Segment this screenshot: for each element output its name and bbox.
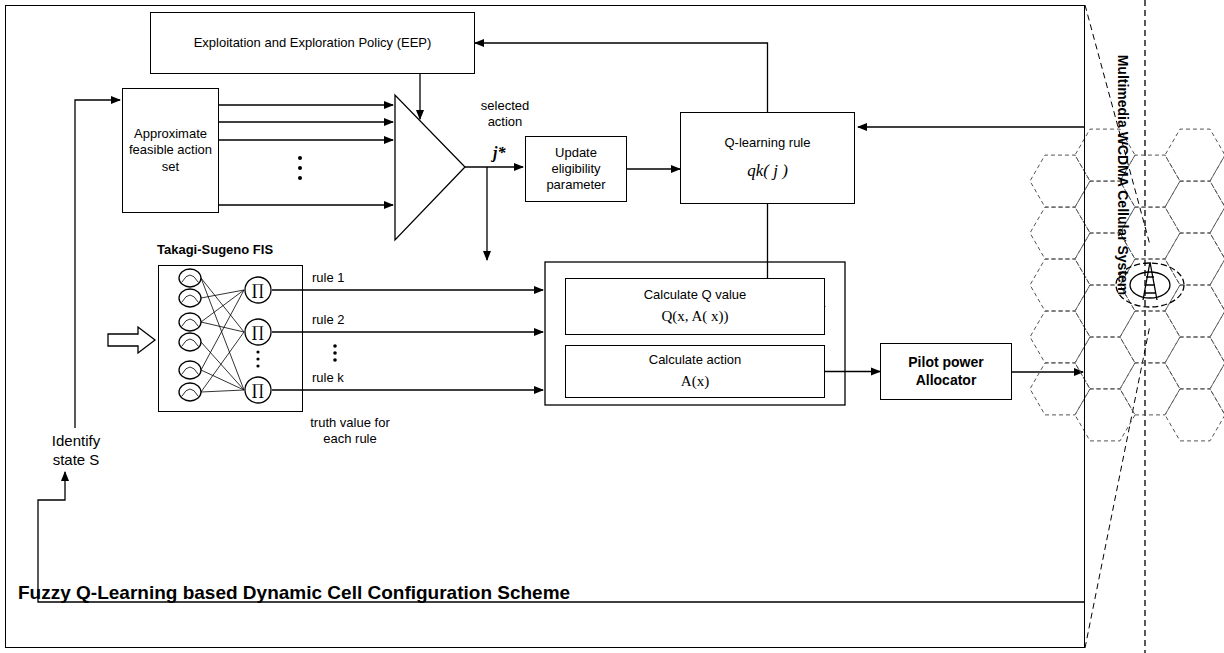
fis-box: Takagi-Sugeno FIS∏∏∏: [158, 265, 303, 412]
product-node: ∏: [244, 376, 272, 404]
wire: [217, 104, 393, 105]
node-text: Calculate Q value: [644, 287, 747, 303]
scheme-frame: Fuzzy Q-Learning based Dynamic Cell Conf…: [5, 5, 1085, 648]
node-text: Exploitation and Exploration Policy (EEP…: [194, 35, 432, 51]
system-label: Multimedia WCDMA Cellular System: [1114, 25, 1132, 325]
wire: [1010, 371, 1083, 372]
wire: [217, 121, 393, 122]
policy-box: Exploitation and Exploration Policy (EEP…: [150, 12, 475, 74]
fis-heading: Takagi-Sugeno FIS: [157, 242, 273, 257]
allocator-box: Pilot power Allocator: [880, 343, 1012, 400]
node-text: Q-learning rule: [725, 135, 811, 151]
tower: [1143, 262, 1157, 300]
rule-label: rule 2: [312, 312, 372, 328]
rule-wire: [272, 389, 543, 390]
wire: [217, 139, 393, 140]
node-text: Approximate feasible action set: [128, 126, 213, 175]
node-text: ∏: [252, 383, 264, 398]
node-text: Update eligibility parameter: [531, 145, 621, 194]
feedback-wire: [858, 126, 1085, 127]
wire: [419, 74, 420, 119]
rule-label: rule k: [312, 370, 372, 386]
q-value-box: Calculate Q valueQ(x, A( x)): [565, 278, 825, 335]
connector-arrow: [825, 371, 880, 372]
action-symbol: j*: [493, 143, 523, 163]
node-text: Q(x, A( x)): [661, 307, 728, 326]
rule-wire: [272, 289, 543, 290]
action-box: Calculate actionA(x): [565, 345, 825, 398]
scheme-title: Fuzzy Q-Learning based Dynamic Cell Conf…: [18, 582, 570, 604]
selector-triangle: [395, 95, 465, 240]
product-node: ∏: [244, 276, 272, 304]
node-text: qk( j ): [747, 160, 788, 181]
eligibility-box: Update eligibility parameter: [525, 136, 627, 202]
calc-container: [545, 262, 845, 405]
q-learning-box: Q-learning rule qk( j ): [680, 112, 855, 204]
state-label: Identify state S: [36, 432, 116, 470]
node-text: Pilot power Allocator: [886, 354, 1006, 389]
zoom-line: [1085, 325, 1150, 648]
node-text: Calculate action: [649, 352, 742, 368]
connector-arrow: [627, 168, 680, 169]
node-text: A(x): [681, 372, 709, 391]
node-text: ∏: [252, 325, 264, 340]
action-set-box: Approximate feasible action set: [122, 88, 219, 213]
truth-value-note: truth value for each rule: [300, 415, 400, 448]
node-text: ∏: [252, 283, 264, 298]
rule-wire: [272, 331, 543, 332]
selected-action-label: selected action: [470, 98, 540, 131]
divider: [1144, 0, 1145, 653]
wire: [486, 167, 487, 260]
input-arrow: [108, 327, 155, 353]
wire: [75, 100, 120, 428]
wire: [465, 166, 523, 167]
rule-label: rule 1: [312, 270, 372, 286]
product-node: ∏: [244, 318, 272, 346]
wire: [217, 204, 393, 205]
membership-functions: [179, 269, 244, 401]
